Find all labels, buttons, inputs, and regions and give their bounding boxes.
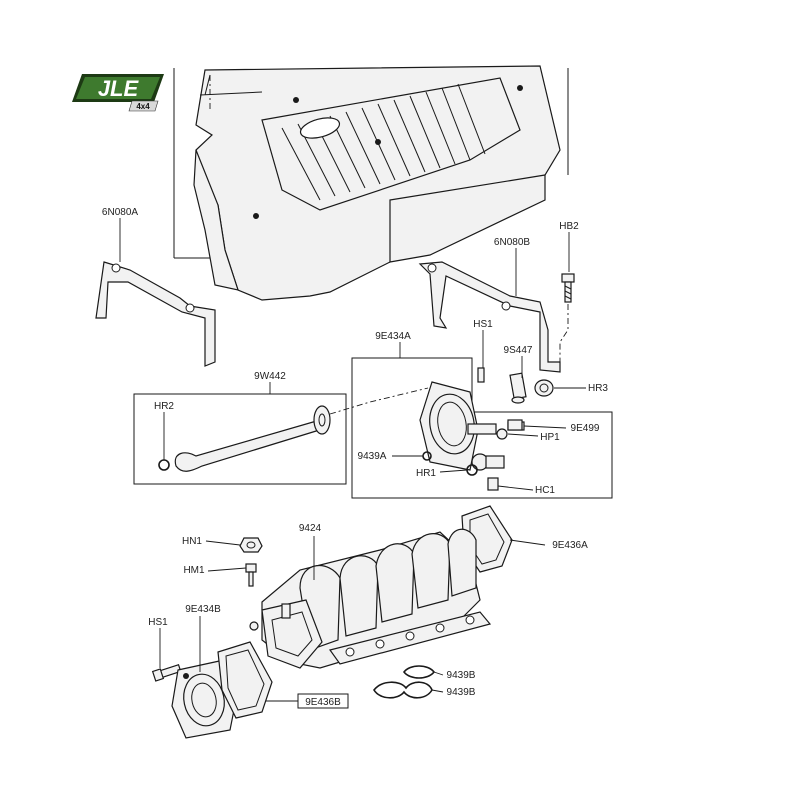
leader-lines — [119, 218, 586, 702]
callout-9E434B: 9E434B — [185, 604, 221, 615]
callout-9E499: 9E499 — [571, 423, 600, 434]
gasket-9E436B — [217, 641, 273, 719]
bolt-hb2 — [561, 273, 575, 303]
jle-logo: JLE 4x4 — [72, 74, 164, 112]
callout-9E434A: 9E434A — [375, 331, 411, 342]
screw-hs1-bottom — [151, 663, 182, 682]
callout-labels: 6N080A 6N080B HB2 HS1 9E434A 9S447 HR3 9… — [102, 207, 609, 708]
grommet-hr3 — [534, 379, 554, 397]
logo-plate — [76, 77, 160, 99]
bolt-hm1 — [245, 563, 257, 587]
connector-hc1 — [487, 477, 499, 491]
spacer-9S447 — [509, 372, 527, 404]
o-ring-hr2 — [158, 459, 170, 471]
callout-9W442: 9W442 — [254, 371, 286, 382]
callout-HR2: HR2 — [154, 401, 174, 412]
box-9W442 — [133, 393, 347, 485]
engine-cover — [173, 65, 569, 301]
callout-9439B-lower: 9439B — [447, 687, 476, 698]
callout-9E436A: 9E436A — [552, 540, 588, 551]
bracket-6N080B — [418, 261, 561, 373]
gasket-9439B-lower — [373, 681, 433, 699]
callout-9424: 9424 — [299, 523, 322, 534]
box-9E434A — [351, 357, 613, 499]
callout-6N080B: 6N080B — [494, 237, 530, 248]
callout-6N080A: 6N080A — [102, 207, 138, 218]
logo-subtext: 4x4 — [136, 102, 150, 111]
callout-HP1: HP1 — [540, 432, 560, 443]
callout-HM1: HM1 — [183, 565, 205, 576]
nut-hn1 — [239, 537, 263, 553]
callout-9439A: 9439A — [358, 451, 387, 462]
callout-HC1: HC1 — [535, 485, 555, 496]
logo-text: JLE — [98, 76, 140, 101]
sensor-9E499 — [507, 419, 523, 431]
callout-9S447: 9S447 — [504, 345, 533, 356]
callout-HR3: HR3 — [588, 383, 608, 394]
intake-manifold-9424 — [249, 528, 492, 669]
throttle-body-9E434A — [419, 381, 505, 471]
pipe-9W442 — [174, 405, 331, 472]
callout-HN1: HN1 — [182, 536, 202, 547]
callout-HS1-bottom: HS1 — [148, 617, 168, 628]
callout-9439B-upper: 9439B — [447, 670, 476, 681]
gasket-9439B-upper — [402, 665, 436, 679]
callout-HR1: HR1 — [416, 468, 436, 479]
callout-HS1-top: HS1 — [473, 319, 493, 330]
screw-hs1-top — [477, 367, 485, 383]
callout-HB2: HB2 — [559, 221, 579, 232]
callout-9E436B: 9E436B — [305, 697, 341, 708]
bracket-6N080A — [95, 261, 216, 367]
